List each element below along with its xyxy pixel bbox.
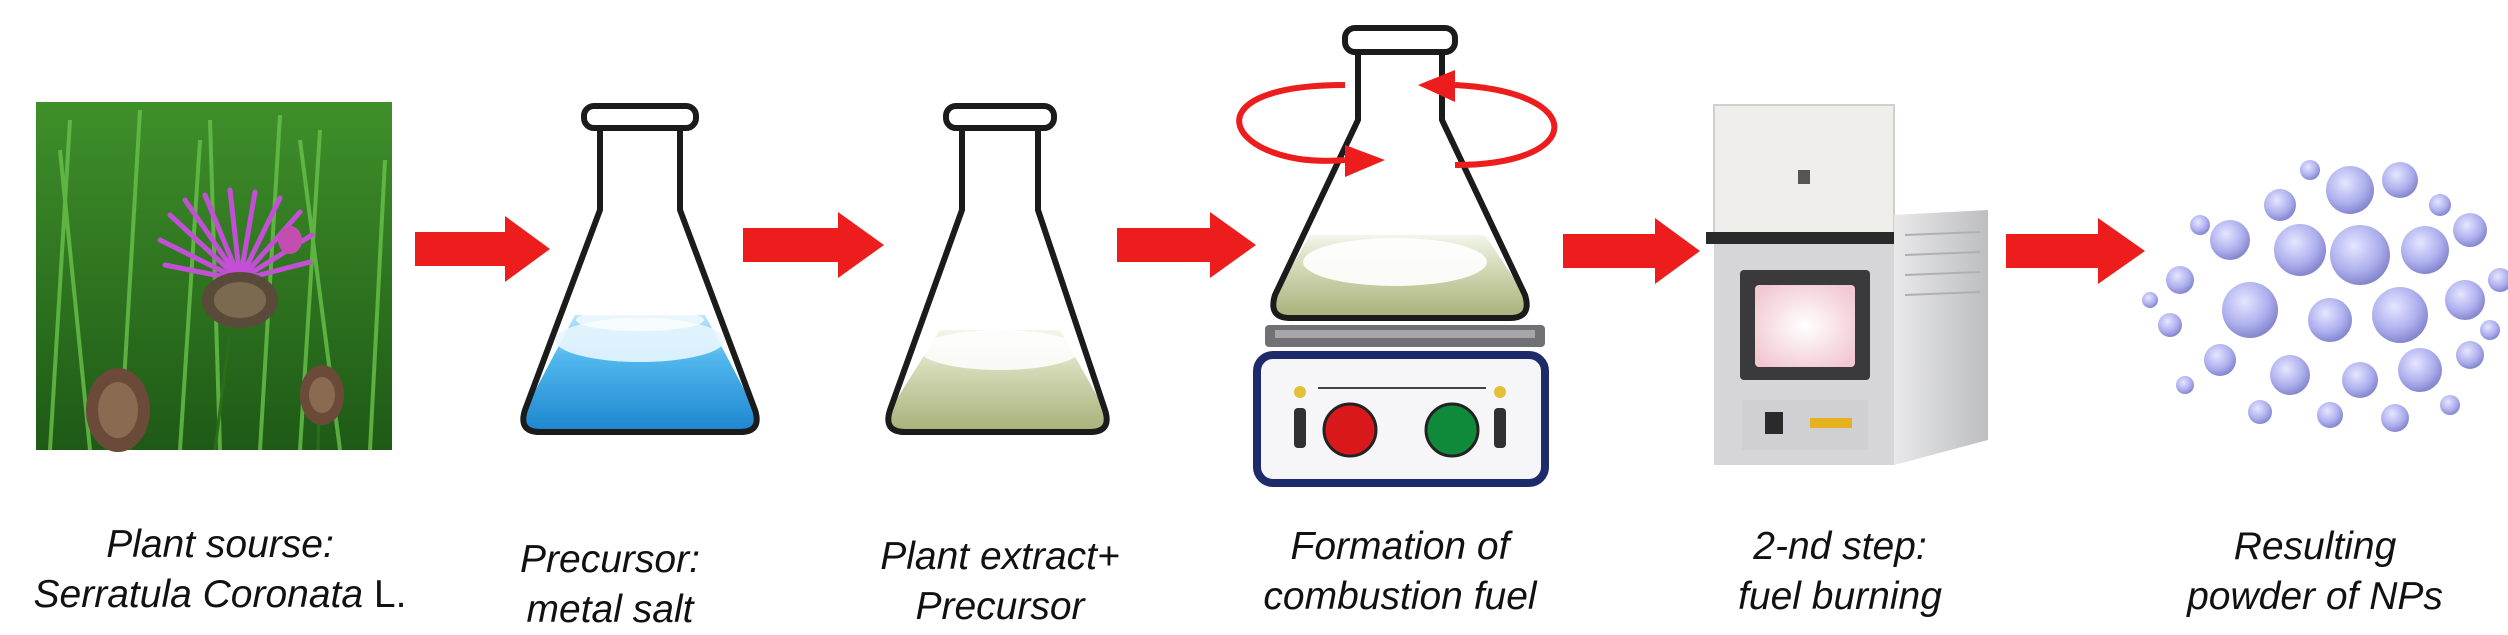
caption-precursor: Precursor: metal salt xyxy=(460,535,760,635)
arrow-4 xyxy=(1563,218,1700,284)
arrow-1 xyxy=(415,216,550,282)
caption-precursor-line2: metal salt xyxy=(526,588,694,631)
caption-burning-line1: 2-nd step: xyxy=(1753,525,1927,568)
caption-precursor-line1: Precursor: xyxy=(520,538,700,581)
muffle-furnace-icon xyxy=(1706,104,1988,465)
arrow-5 xyxy=(2006,218,2145,284)
caption-burning: 2-nd step: fuel burning xyxy=(1680,522,2000,622)
caption-plant-suffix: L. xyxy=(363,573,407,616)
caption-result-line1: Resulting xyxy=(2233,525,2397,568)
flask-extract xyxy=(885,103,1110,435)
plant-photo xyxy=(36,102,392,452)
caption-plant: Plant sourse: Serratula Coronata L. xyxy=(0,520,440,620)
knob-left xyxy=(1322,402,1378,458)
rotation-arrow-icon xyxy=(1236,82,1558,168)
caption-burning-line2: fuel burning xyxy=(1738,575,1942,618)
caption-mix-line2: Precursor xyxy=(915,585,1085,628)
caption-formation-line2: combustion fuel xyxy=(1263,575,1537,618)
flask-precursor xyxy=(520,103,760,435)
caption-plant-line2: Serratula Coronata xyxy=(33,573,364,616)
caption-formation-line1: Formation of xyxy=(1290,525,1510,568)
flask-formation xyxy=(1270,25,1530,321)
arrow-2 xyxy=(743,212,884,278)
caption-result: Resulting powder of NPs xyxy=(2150,522,2480,622)
hot-plate-stirrer-icon xyxy=(1253,325,1549,487)
knob-right xyxy=(1424,402,1480,458)
caption-plant-line1: Plant sourse: xyxy=(106,523,334,566)
caption-formation: Formation of combustion fuel xyxy=(1225,522,1575,622)
caption-result-line2: powder of NPs xyxy=(2187,575,2443,618)
arrow-3 xyxy=(1117,212,1256,278)
caption-mix-line1: Plant extract+ xyxy=(880,535,1120,578)
caption-mix: Plant extract+ Precursor xyxy=(830,532,1170,632)
nanoparticles-icon xyxy=(2142,160,2508,432)
